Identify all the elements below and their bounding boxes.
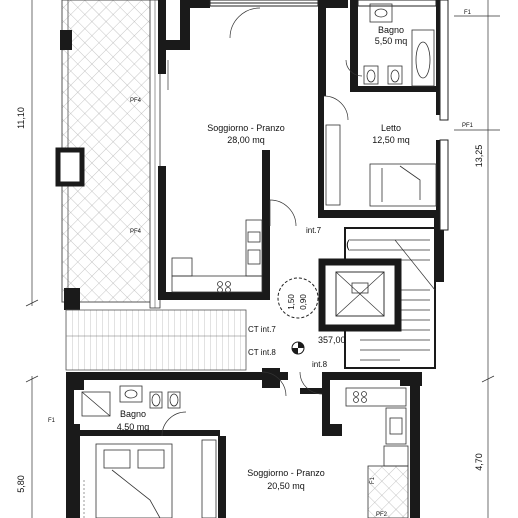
room-label: Bagno: [120, 409, 146, 419]
room-area: 4,50 mq: [117, 422, 150, 432]
room-label: Soggiorno - Pranzo: [247, 468, 325, 478]
stair-core: (: [277, 227, 436, 369]
room-label: Letto: [381, 123, 401, 133]
kitchen-lower: [345, 387, 409, 518]
room-area: 5,50 mq: [375, 36, 408, 46]
code-f1: F1: [370, 476, 376, 484]
dimension-labels: 11,10 5,80 13,25 4,70 1,50 0,90: [16, 107, 484, 493]
dim-left-upper: 11,10: [16, 107, 26, 129]
code-int8: int.8: [312, 360, 328, 369]
door-arcs-upper: [167, 7, 363, 227]
dim-lift-inner: 0,90: [299, 294, 308, 310]
bed-lower: [95, 439, 217, 518]
balcony-strip: [65, 309, 247, 371]
room-area: 12,50 mq: [372, 135, 410, 145]
code-f1: F1: [48, 418, 56, 424]
dim-lift-outer: 1,50: [287, 294, 296, 310]
bath-lower-fixtures: [81, 385, 187, 437]
code-ct-int7: CT int.7: [248, 325, 276, 334]
code-ct-int8: CT int.8: [248, 348, 276, 357]
level-value: 357,00: [318, 335, 346, 345]
room-area: 20,50 mq: [267, 481, 305, 491]
terrace: [55, 0, 161, 310]
room-label: Bagno: [378, 25, 404, 35]
code-f1: F1: [464, 10, 472, 16]
kitchen-upper: [171, 219, 263, 293]
dim-right-upper: 13,25: [474, 145, 484, 168]
windows-top: [209, 0, 449, 231]
room-area: 28,00 mq: [227, 135, 265, 145]
bed-upper: [325, 124, 437, 207]
dim-left-lower: 5,80: [16, 475, 26, 493]
lower-walls: [66, 368, 422, 518]
code-pf4: PF4: [130, 229, 142, 235]
room-labels: Bagno 5,50 mq Soggiorno - Pranzo 28,00 m…: [117, 25, 410, 491]
dimension-lines: [25, 0, 500, 518]
stair-arrow-icon: (: [346, 237, 350, 251]
bath-upper-fixtures: [363, 3, 435, 87]
dim-right-lower: 4,70: [474, 453, 484, 471]
code-pf1: PF1: [462, 123, 474, 129]
room-label: Soggiorno - Pranzo: [207, 123, 285, 133]
code-pf4: PF4: [130, 98, 142, 104]
code-labels: PF4 PF4 PF1 PF2 F1 F1 F1 CT int.7 CT int…: [48, 10, 474, 518]
door-arcs-lower: [261, 371, 323, 397]
code-pf2: PF2: [376, 512, 388, 518]
level-marker-icon: [291, 341, 305, 355]
code-int7: int.7: [306, 226, 322, 235]
